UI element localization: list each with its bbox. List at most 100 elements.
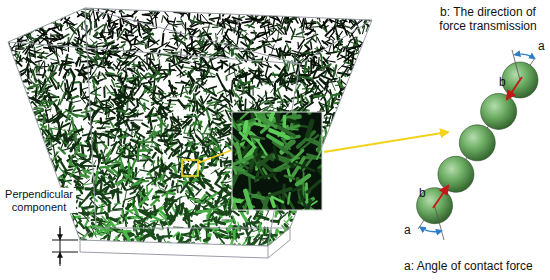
force-chain-segment (105, 86, 112, 95)
force-chain-segment (340, 106, 348, 116)
force-chain-segment (34, 167, 40, 178)
force-chain-segment (188, 131, 190, 136)
force-chain-segment (324, 96, 326, 101)
force-chain-segment (17, 215, 27, 217)
force-chain-segment (46, 227, 51, 230)
force-chain-segment (241, 239, 248, 247)
force-chain-segment (151, 1, 159, 9)
force-chain-segment (4, 115, 12, 121)
force-chain-segment (328, 198, 337, 206)
force-chain-segment (342, 182, 349, 185)
force-chain-segment (355, 242, 361, 243)
force-chain-segment (231, 10, 237, 13)
force-chain-segment (332, 216, 341, 220)
force-chain-segment (163, 238, 166, 246)
force-chain-segment (45, 74, 51, 82)
force-chain-segment (355, 217, 359, 225)
force-chain-segment (24, 105, 26, 115)
force-chain-segment (132, 0, 134, 9)
force-chain-segment (29, 173, 33, 179)
force-chain-segment (148, 38, 155, 43)
force-chain-segment (58, 42, 63, 44)
force-chain-segment (319, 224, 322, 231)
force-chain-segment (11, 24, 12, 34)
force-chain-segment (20, 26, 32, 28)
force-chain-segment (11, 123, 17, 133)
force-chain-segment (153, 197, 159, 198)
force-chain-segment (333, 123, 337, 125)
force-chain-segment (312, 228, 318, 233)
force-chain-segment (185, 245, 196, 248)
force-chain-segment (199, 125, 201, 130)
force-chain-segment (153, 153, 156, 158)
force-chain-segment (60, 231, 66, 234)
force-chain-segment (24, 8, 31, 13)
force-chain-segment (363, 52, 369, 54)
force-chain-segment (23, 161, 26, 166)
force-chain-segment (253, 89, 254, 96)
force-chain-segment (15, 221, 16, 226)
force-chain-segment (22, 105, 25, 112)
force-chain-segment (337, 229, 338, 234)
force-chain-segment (113, 202, 119, 209)
force-chain-segment (16, 122, 22, 126)
force-chain-segment (233, 216, 236, 224)
force-chain-segment (207, 54, 211, 56)
force-chain-segment (21, 102, 23, 108)
force-chain-segment (80, 60, 81, 66)
force-chain-segment (58, 2, 60, 14)
force-chain-segment (45, 182, 46, 187)
force-chain-segment (42, 232, 55, 235)
force-chain-segment (0, 216, 10, 220)
force-chain-segment (38, 176, 41, 181)
force-chain-segment (361, 95, 363, 99)
force-chain-segment (355, 105, 357, 118)
force-chain-segment (297, 91, 299, 103)
force-chain-segment (321, 244, 328, 248)
force-chain-segment (297, 4, 300, 8)
force-chain-segment (347, 131, 357, 132)
force-chain-segment (38, 137, 44, 145)
force-chain-segment (328, 213, 332, 217)
force-chain-segment (47, 219, 50, 228)
force-chain-segment (213, 26, 218, 28)
force-chain-segment (312, 5, 314, 17)
force-chain-segment (370, 148, 373, 161)
force-chain-segment (167, 248, 170, 258)
force-chain-segment (299, 239, 303, 240)
force-chain-segment (304, 222, 315, 223)
force-chain-segment (43, 95, 48, 99)
force-chain-segment (191, 103, 195, 112)
force-chain-segment (61, 122, 62, 126)
force-chain-segment (205, 223, 217, 225)
force-chain-segment (138, 103, 149, 110)
force-chain-segment (121, 37, 131, 42)
force-chain-segment (362, 147, 372, 151)
force-chain-segment (338, 178, 341, 187)
force-chain-segment (358, 238, 366, 246)
force-chain-segment (174, 41, 177, 45)
force-chain-segment (309, 226, 318, 232)
force-chain-segment (214, 55, 225, 56)
force-chain-segment (173, 18, 175, 26)
force-chain-segment (365, 164, 371, 170)
force-chain-segment (19, 156, 23, 157)
force-chain-segment (372, 166, 375, 173)
force-chain-segment (371, 155, 374, 167)
force-chain-segment (181, 121, 186, 122)
force-chain-segment (355, 162, 357, 168)
force-chain-segment (351, 223, 352, 232)
force-chain-segment (241, 42, 247, 46)
force-chain-segment (11, 155, 13, 164)
force-chain-segment (25, 25, 31, 29)
force-chain-segment (21, 140, 23, 144)
force-chain-segment (345, 164, 356, 165)
force-chain-segment (360, 73, 366, 83)
force-chain-segment (8, 243, 13, 250)
force-chain-segment (333, 2, 342, 11)
force-chain-segment (229, 8, 237, 10)
force-chain-segment (292, 242, 304, 244)
force-chain-segment (343, 114, 347, 116)
force-chain-segment (37, 147, 39, 156)
